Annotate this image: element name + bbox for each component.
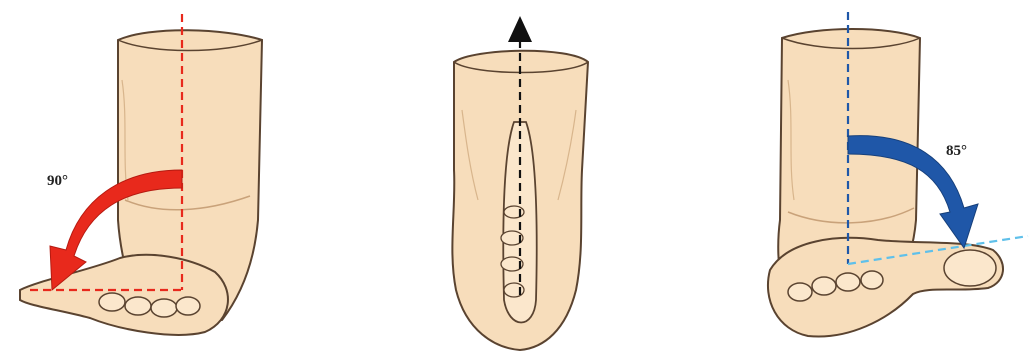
right-hand-illustration (688, 0, 1032, 358)
middle-up-arrow-icon (508, 16, 532, 42)
panel-left-rotation-90: 90° (0, 0, 344, 358)
right-palm-and-fingers (768, 238, 1003, 337)
panel-middle-neutral (344, 0, 688, 358)
left-angle-label: 90° (47, 173, 68, 190)
middle-hand-illustration (344, 0, 688, 358)
panel-right-rotation-85: 85° (688, 0, 1032, 358)
right-angle-label: 85° (946, 143, 967, 160)
